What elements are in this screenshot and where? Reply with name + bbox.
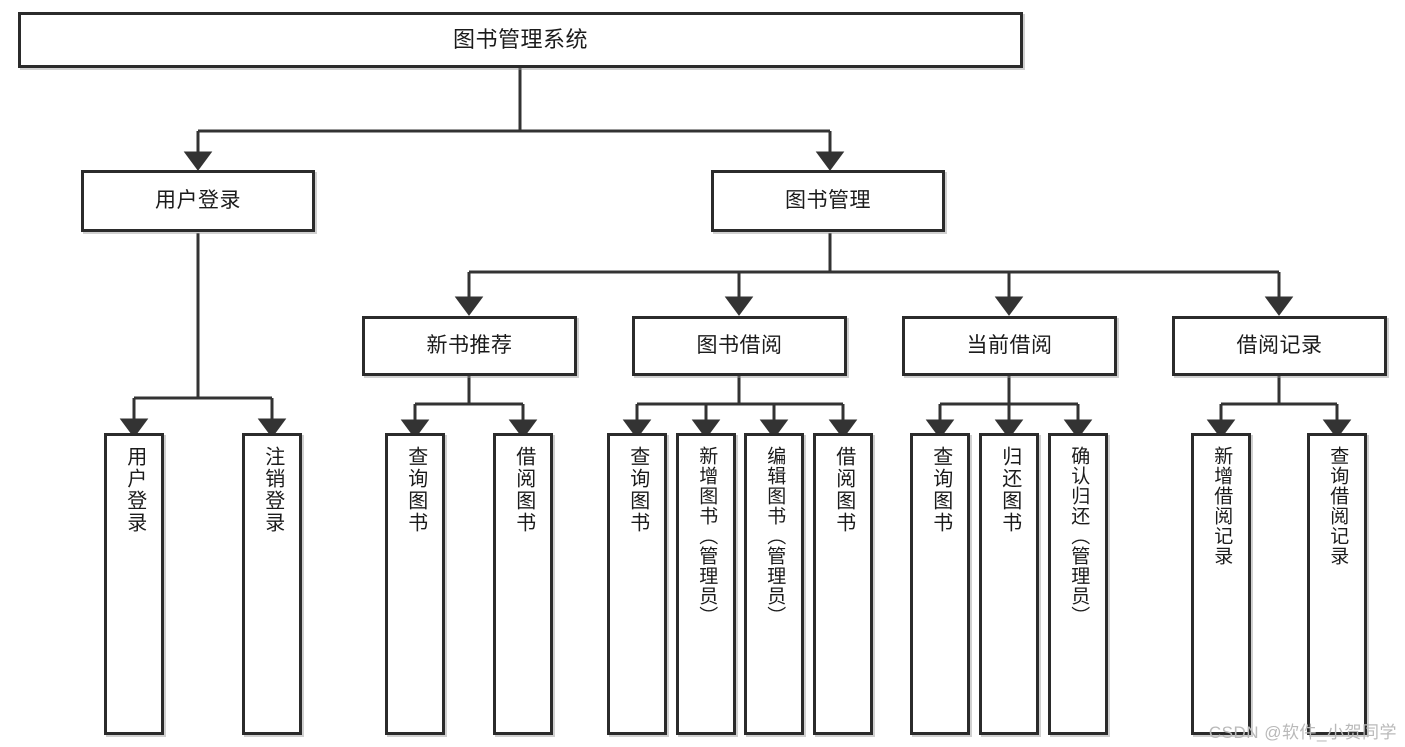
node-leaf-confirm-return[interactable]: 确认归还（管理员）: [1048, 433, 1108, 735]
node-leaf-return-book-label: 归还图书: [998, 446, 1021, 534]
node-leaf-edit-book[interactable]: 编辑图书（管理员）: [744, 433, 804, 735]
node-leaf-query-book-3-label: 查询图书: [929, 446, 952, 534]
node-user-login[interactable]: 用户登录: [81, 170, 315, 232]
node-borrow-record[interactable]: 借阅记录: [1172, 316, 1387, 376]
node-leaf-confirm-return-label: 确认归还（管理员）: [1068, 446, 1090, 626]
node-current-borrow[interactable]: 当前借阅: [902, 316, 1117, 376]
node-book-management[interactable]: 图书管理: [711, 170, 945, 232]
node-borrow-record-label: 借阅记录: [1236, 333, 1323, 357]
node-leaf-edit-book-label: 编辑图书（管理员）: [764, 446, 786, 626]
node-root-label: 图书管理系统: [452, 27, 588, 53]
node-leaf-query-borrow-record[interactable]: 查询借阅记录: [1307, 433, 1367, 735]
node-root[interactable]: 图书管理系统: [18, 12, 1023, 68]
node-new-book-recommend-label: 新书推荐: [426, 333, 513, 357]
node-leaf-add-book-label: 新增图书（管理员）: [696, 446, 718, 626]
node-leaf-login[interactable]: 用户登录: [104, 433, 164, 735]
node-leaf-query-borrow-record-label: 查询借阅记录: [1327, 446, 1349, 566]
node-leaf-query-book-1-label: 查询图书: [404, 446, 427, 534]
node-book-borrow-label: 图书借阅: [696, 333, 783, 357]
node-leaf-borrow-book-1[interactable]: 借阅图书: [493, 433, 553, 735]
node-leaf-query-book-2-label: 查询图书: [626, 446, 649, 534]
node-new-book-recommend[interactable]: 新书推荐: [362, 316, 577, 376]
watermark: CSDN @软件_小贺同学: [1208, 723, 1397, 742]
node-book-borrow[interactable]: 图书借阅: [632, 316, 847, 376]
node-leaf-logout-label: 注销登录: [261, 446, 284, 534]
node-leaf-borrow-book-2-label: 借阅图书: [832, 446, 855, 534]
node-current-borrow-label: 当前借阅: [966, 333, 1053, 357]
node-leaf-query-book-3[interactable]: 查询图书: [910, 433, 970, 735]
node-leaf-add-book[interactable]: 新增图书（管理员）: [676, 433, 736, 735]
node-leaf-return-book[interactable]: 归还图书: [979, 433, 1039, 735]
node-leaf-query-book-1[interactable]: 查询图书: [385, 433, 445, 735]
node-leaf-login-label: 用户登录: [123, 446, 146, 534]
node-book-management-label: 图书管理: [785, 188, 871, 212]
node-leaf-borrow-book-2[interactable]: 借阅图书: [813, 433, 873, 735]
node-leaf-borrow-book-1-label: 借阅图书: [512, 446, 535, 534]
node-leaf-logout[interactable]: 注销登录: [242, 433, 302, 735]
node-leaf-query-book-2[interactable]: 查询图书: [607, 433, 667, 735]
node-leaf-add-borrow-record-label: 新增借阅记录: [1211, 446, 1233, 566]
node-leaf-add-borrow-record[interactable]: 新增借阅记录: [1191, 433, 1251, 735]
node-user-login-label: 用户登录: [155, 188, 241, 212]
